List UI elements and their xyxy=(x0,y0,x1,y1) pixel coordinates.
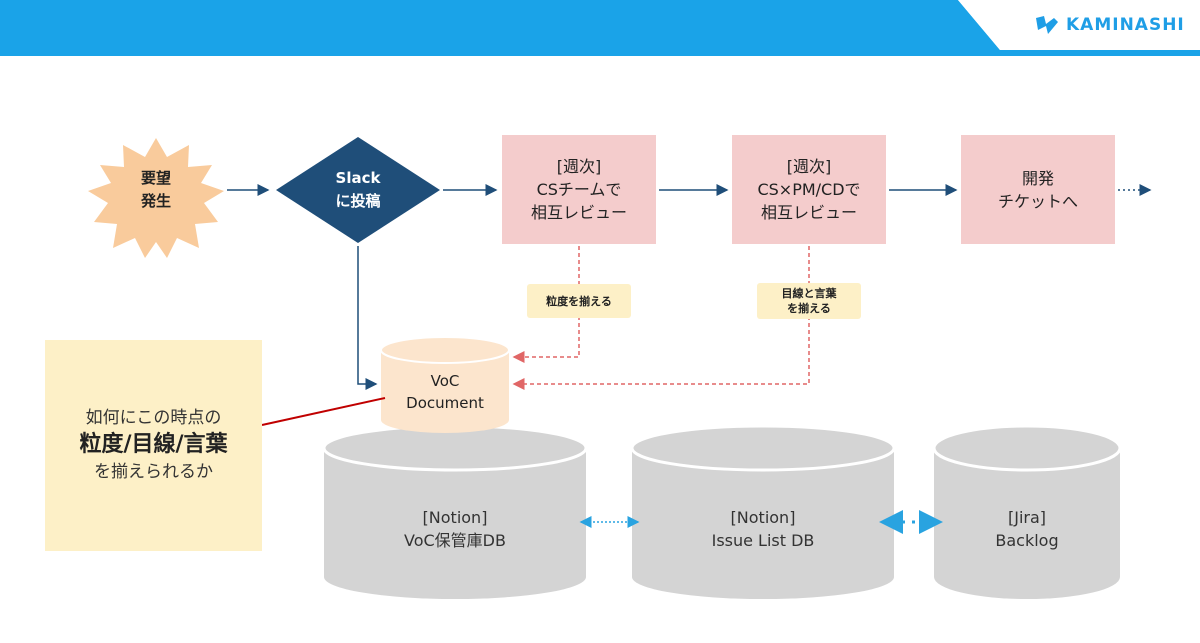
voc-db-cylinder xyxy=(322,424,588,599)
tag-viewpoint: 目線と言葉 を揃える xyxy=(757,283,861,319)
dashed-cs-vocdoc xyxy=(512,246,580,363)
jira-db-cylinder xyxy=(932,424,1122,599)
callout-connector xyxy=(261,397,386,426)
slack-diamond xyxy=(276,137,440,243)
review-pm-label: [週次] CS×PM/CDで 相互レビュー xyxy=(757,157,861,222)
review-cs-box xyxy=(502,135,656,244)
voc-document-cylinder xyxy=(380,336,510,433)
issue-db-cylinder xyxy=(630,424,896,599)
callout-box xyxy=(45,340,262,551)
voc-db-label: [Notion] VoC保管庫DB xyxy=(404,508,506,550)
review-cs-label: [週次] CSチームで 相互レビュー xyxy=(530,157,627,222)
tag-granularity: 粒度を揃える xyxy=(527,284,631,318)
dev-ticket-label: 開発 チケットへ xyxy=(997,169,1078,211)
kaminashi-logo: KAMINASHI xyxy=(1034,14,1185,36)
dev-ticket-box xyxy=(961,135,1115,244)
callout-line-2: 粒度/目線/言葉 xyxy=(79,432,228,457)
request-label: 要望 発生 xyxy=(140,169,171,210)
request-burst xyxy=(88,138,224,258)
issue-db-label: [Notion] Issue List DB xyxy=(711,508,815,550)
lightning-icon xyxy=(1036,16,1058,34)
voc-document-label: VoC Document xyxy=(406,372,484,412)
callout-line-3: を揃えられるか xyxy=(94,462,213,482)
callout-line-1: 如何にこの時点の xyxy=(85,408,222,428)
header-banner xyxy=(0,0,1200,56)
logo-text: KAMINASHI xyxy=(1066,15,1185,35)
review-pm-box xyxy=(732,135,886,244)
slack-label: Slack に投稿 xyxy=(335,169,381,210)
jira-db-label: [Jira] Backlog xyxy=(995,508,1059,550)
callout-text: 如何にこの時点の 粒度/目線/言葉 を揃えられるか xyxy=(45,406,262,484)
arrow-slack-vocdoc xyxy=(357,246,378,390)
